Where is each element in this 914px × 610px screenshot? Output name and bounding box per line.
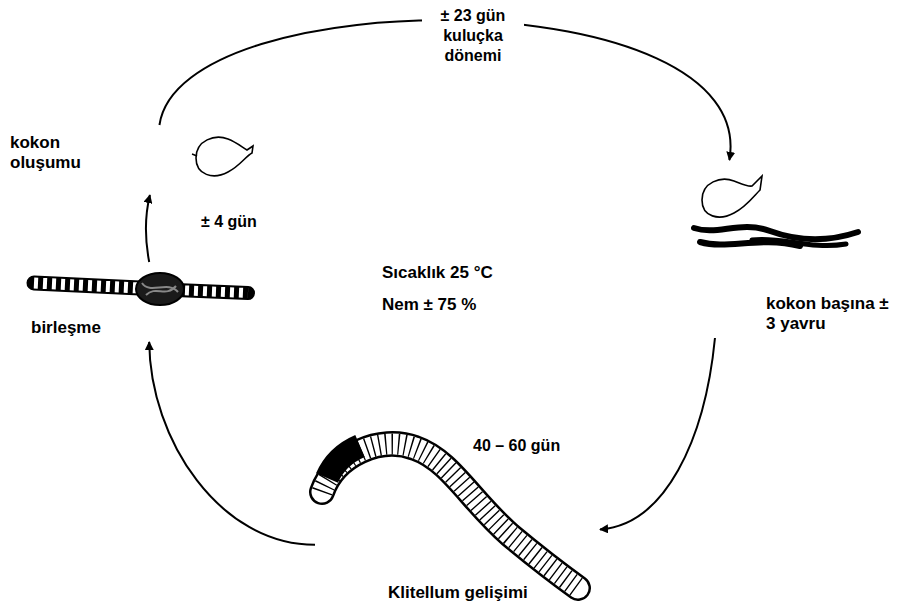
hatching-stage: kokon başına ± 3 yavru (685, 160, 907, 338)
condition-label: Sıcaklık 25 °C (382, 262, 493, 283)
earthworm-drawing (322, 444, 578, 588)
cycle-arrow (146, 195, 150, 262)
duration-label: 40 – 60 gün (470, 436, 563, 456)
cocoon-drawing (192, 137, 253, 175)
mating-stage: birleşme (25, 262, 255, 342)
cycle-arrow (600, 338, 715, 529)
stage-label: kokon başına ± 3 yavru (766, 294, 901, 334)
duration-label: ± 23 gün kuluçka dönemi (422, 6, 524, 66)
cycle-arrow (149, 342, 315, 545)
hatching-cocoon-drawing (694, 176, 858, 246)
stage-label: kokon oluşumu (10, 133, 110, 173)
stage-label: Klitellum gelişimi (388, 583, 528, 603)
stage-label: birleşme (31, 318, 101, 338)
mating-worms-drawing (34, 273, 248, 305)
condition-label: Nem ± 75 % (382, 294, 476, 315)
duration-label: ± 4 gün (198, 212, 260, 232)
cocoon-formation-stage: kokon oluşumu (10, 125, 255, 195)
clitellum-stage: Klitellum gelişimi (315, 465, 600, 605)
